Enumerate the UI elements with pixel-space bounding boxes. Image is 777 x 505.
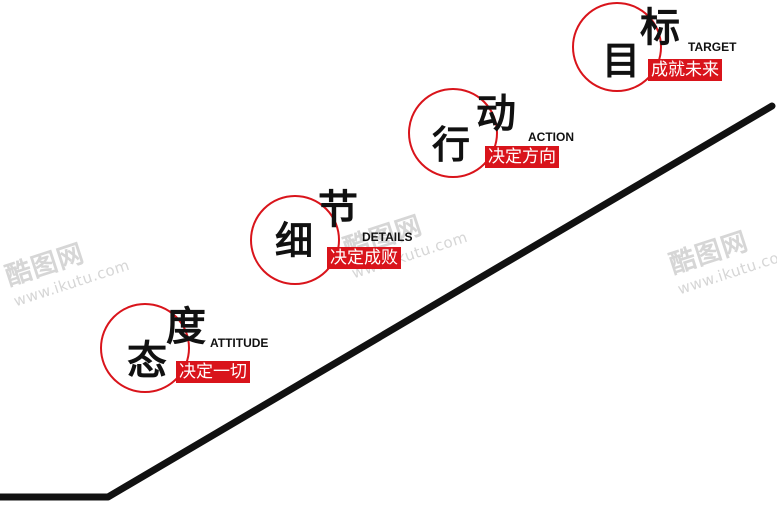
step-title-char-2: 度 — [166, 303, 206, 350]
step-ring — [250, 195, 340, 285]
step-title-char-2: 节 — [318, 186, 358, 233]
step-title-char-1: 行 — [432, 122, 471, 167]
step-ring — [408, 88, 498, 178]
step-attitude: 态 度 ATTITUDE 决定一切 — [100, 303, 290, 403]
step-title-char-2: 动 — [476, 90, 516, 137]
step-slogan: 决定一切 — [176, 361, 250, 383]
step-slogan: 成就未来 — [648, 59, 722, 81]
step-target: 目 标 TARGET 成就未来 — [572, 2, 762, 102]
step-details: 细 节 DETAILS 决定成败 — [250, 190, 440, 290]
step-title-char-2: 标 — [640, 4, 680, 51]
step-action: 行 动 ACTION 决定方向 — [408, 88, 598, 188]
step-slogan: 决定方向 — [485, 146, 559, 168]
step-ring — [572, 2, 662, 92]
step-english-label: TARGET — [688, 40, 737, 54]
step-slogan: 决定成败 — [327, 247, 401, 269]
step-ring — [100, 303, 190, 393]
step-title-char-1: 态 — [127, 337, 167, 384]
step-title-char-1: 目 — [602, 38, 641, 83]
step-english-label: DETAILS — [362, 230, 413, 244]
step-english-label: ACTION — [528, 130, 574, 144]
step-title-char-1: 细 — [275, 218, 314, 263]
step-english-label: ATTITUDE — [210, 336, 269, 350]
